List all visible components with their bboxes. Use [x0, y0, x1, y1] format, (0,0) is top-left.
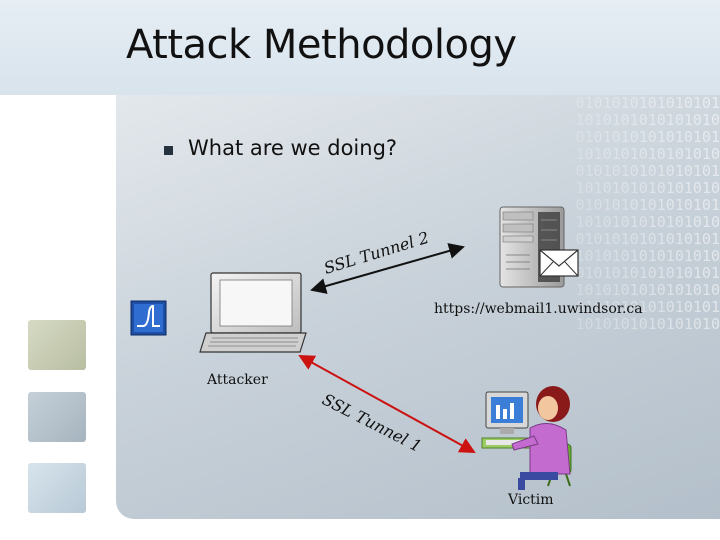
server-url-label: https://webmail1.uwindsor.ca — [434, 301, 643, 317]
tunnel1-arrow — [298, 355, 476, 453]
slide-title: Attack Methodology — [126, 22, 517, 68]
tunnel1-label: SSL Tunnel 1 — [319, 390, 425, 456]
wireshark-icon — [130, 300, 167, 336]
bullet-text: What are we doing? — [188, 136, 398, 160]
envelope-icon — [539, 249, 579, 277]
decorative-square — [28, 463, 86, 513]
laptop-icon — [199, 272, 307, 353]
title-band — [0, 0, 720, 95]
tunnel2-label: SSL Tunnel 2 — [322, 228, 432, 278]
victim-label: Victim — [508, 492, 554, 508]
bullet-marker — [164, 146, 173, 155]
decorative-square — [28, 320, 86, 370]
attacker-label: Attacker — [207, 372, 268, 388]
binary-background-pattern: 0101010101010101 1010101010101010 010101… — [575, 95, 720, 333]
victim-person-icon — [481, 386, 572, 490]
decorative-square — [28, 392, 86, 442]
tunnel2-arrow — [310, 243, 465, 294]
